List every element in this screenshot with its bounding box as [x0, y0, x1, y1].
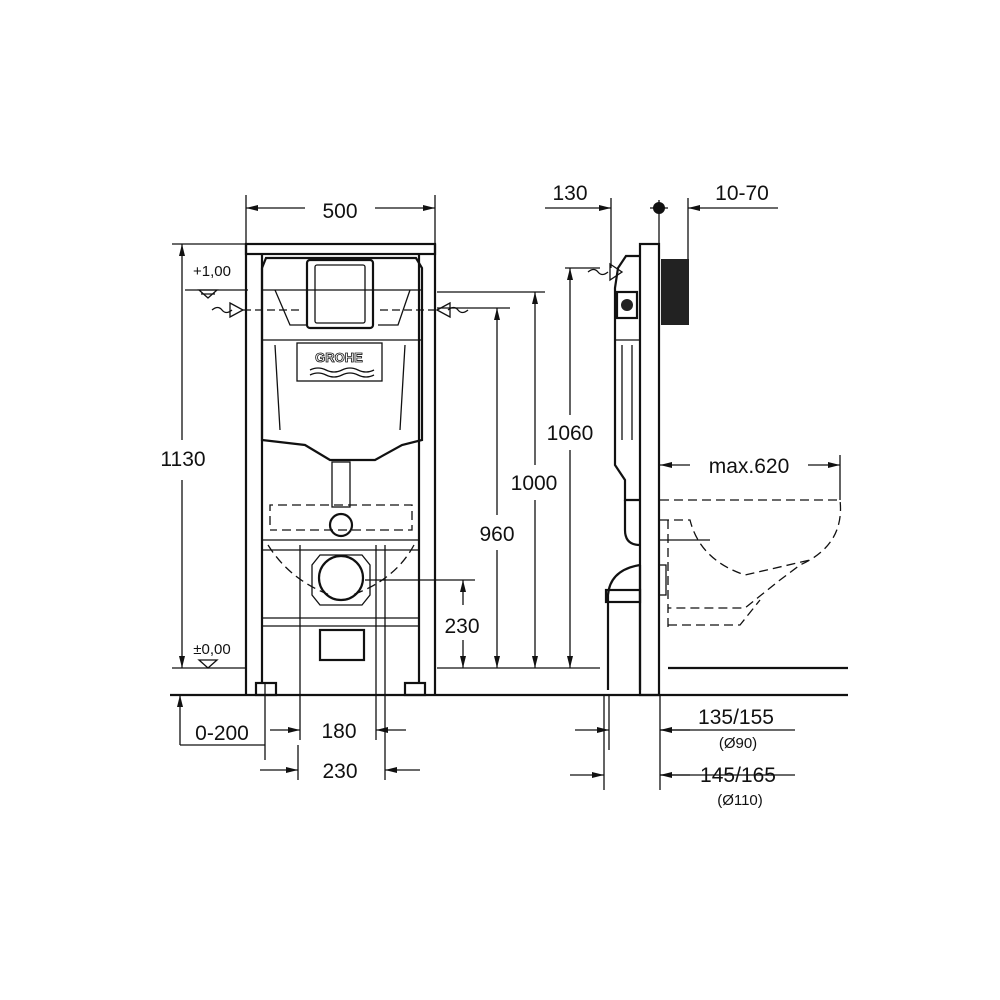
dim-spacing-180: 180 — [270, 545, 406, 743]
dim-height-230: 230 — [365, 579, 600, 669]
svg-text:130: 130 — [552, 182, 587, 205]
grohe-logo: GROHE — [315, 350, 363, 365]
cistern-tank: GROHE — [260, 256, 424, 662]
dim-height-1000: 1000 — [437, 291, 558, 668]
dim-max-620: max.620 — [660, 455, 841, 500]
level-marker-top: +1,00 — [185, 263, 248, 299]
svg-text:max.620: max.620 — [709, 455, 790, 478]
svg-text:960: 960 — [479, 523, 514, 546]
side-frame — [604, 242, 689, 697]
dim-depth-130: 130 — [545, 182, 612, 268]
dim-width-500: 500 — [245, 195, 436, 244]
svg-text:1130: 1130 — [160, 448, 205, 471]
dim-height-1130: 1130 — [160, 243, 246, 669]
svg-text:230: 230 — [322, 760, 357, 783]
dim-adjust-0-200: 0-200 — [177, 684, 266, 760]
side-water-inlet-icon — [587, 262, 624, 282]
toilet-bowl-outline — [660, 499, 848, 670]
svg-text:180: 180 — [321, 720, 356, 743]
dim-spacing-230: 230 — [260, 545, 420, 783]
svg-text:10-70: 10-70 — [715, 182, 769, 205]
svg-text:135/155: 135/155 — [698, 706, 774, 729]
svg-text:+1,00: +1,00 — [193, 263, 231, 280]
svg-text:145/165: 145/165 — [700, 764, 776, 787]
svg-text:230: 230 — [444, 615, 479, 638]
svg-text:±0,00: ±0,00 — [193, 641, 230, 658]
svg-text:0-200: 0-200 — [195, 722, 249, 745]
svg-text:1000: 1000 — [511, 472, 558, 495]
level-marker-floor: ±0,00 — [193, 641, 231, 669]
svg-text:(Ø90): (Ø90) — [719, 735, 757, 752]
svg-text:1060: 1060 — [547, 422, 594, 445]
svg-text:500: 500 — [322, 200, 357, 223]
water-inlet-left-icon — [211, 301, 300, 319]
dim-height-1060: 1060 — [547, 267, 600, 668]
dim-height-960: 960 — [437, 307, 515, 668]
water-inlet-right-icon — [380, 301, 469, 319]
svg-text:(Ø110): (Ø110) — [717, 792, 763, 809]
dim-pipe-offsets: 135/155 (Ø90) 145/165 (Ø110) — [570, 695, 795, 809]
front-frame — [244, 242, 437, 697]
dim-wall-offset-10-70: 10-70 — [650, 182, 778, 259]
